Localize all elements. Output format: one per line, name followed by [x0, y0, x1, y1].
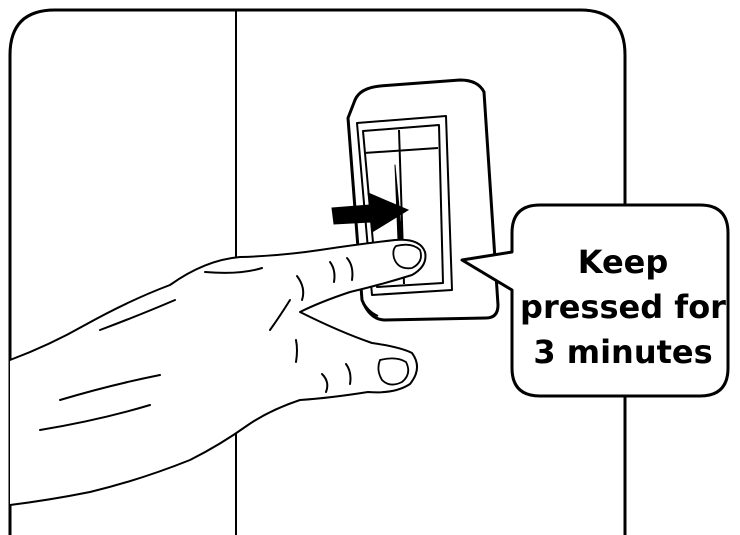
callout-line-1: Keep: [512, 240, 734, 285]
callout-line-3: 3 minutes: [512, 330, 734, 375]
callout-line-2: pressed for: [512, 285, 734, 330]
callout-text: Keep pressed for 3 minutes: [512, 240, 734, 375]
hand-icon: [10, 240, 425, 505]
